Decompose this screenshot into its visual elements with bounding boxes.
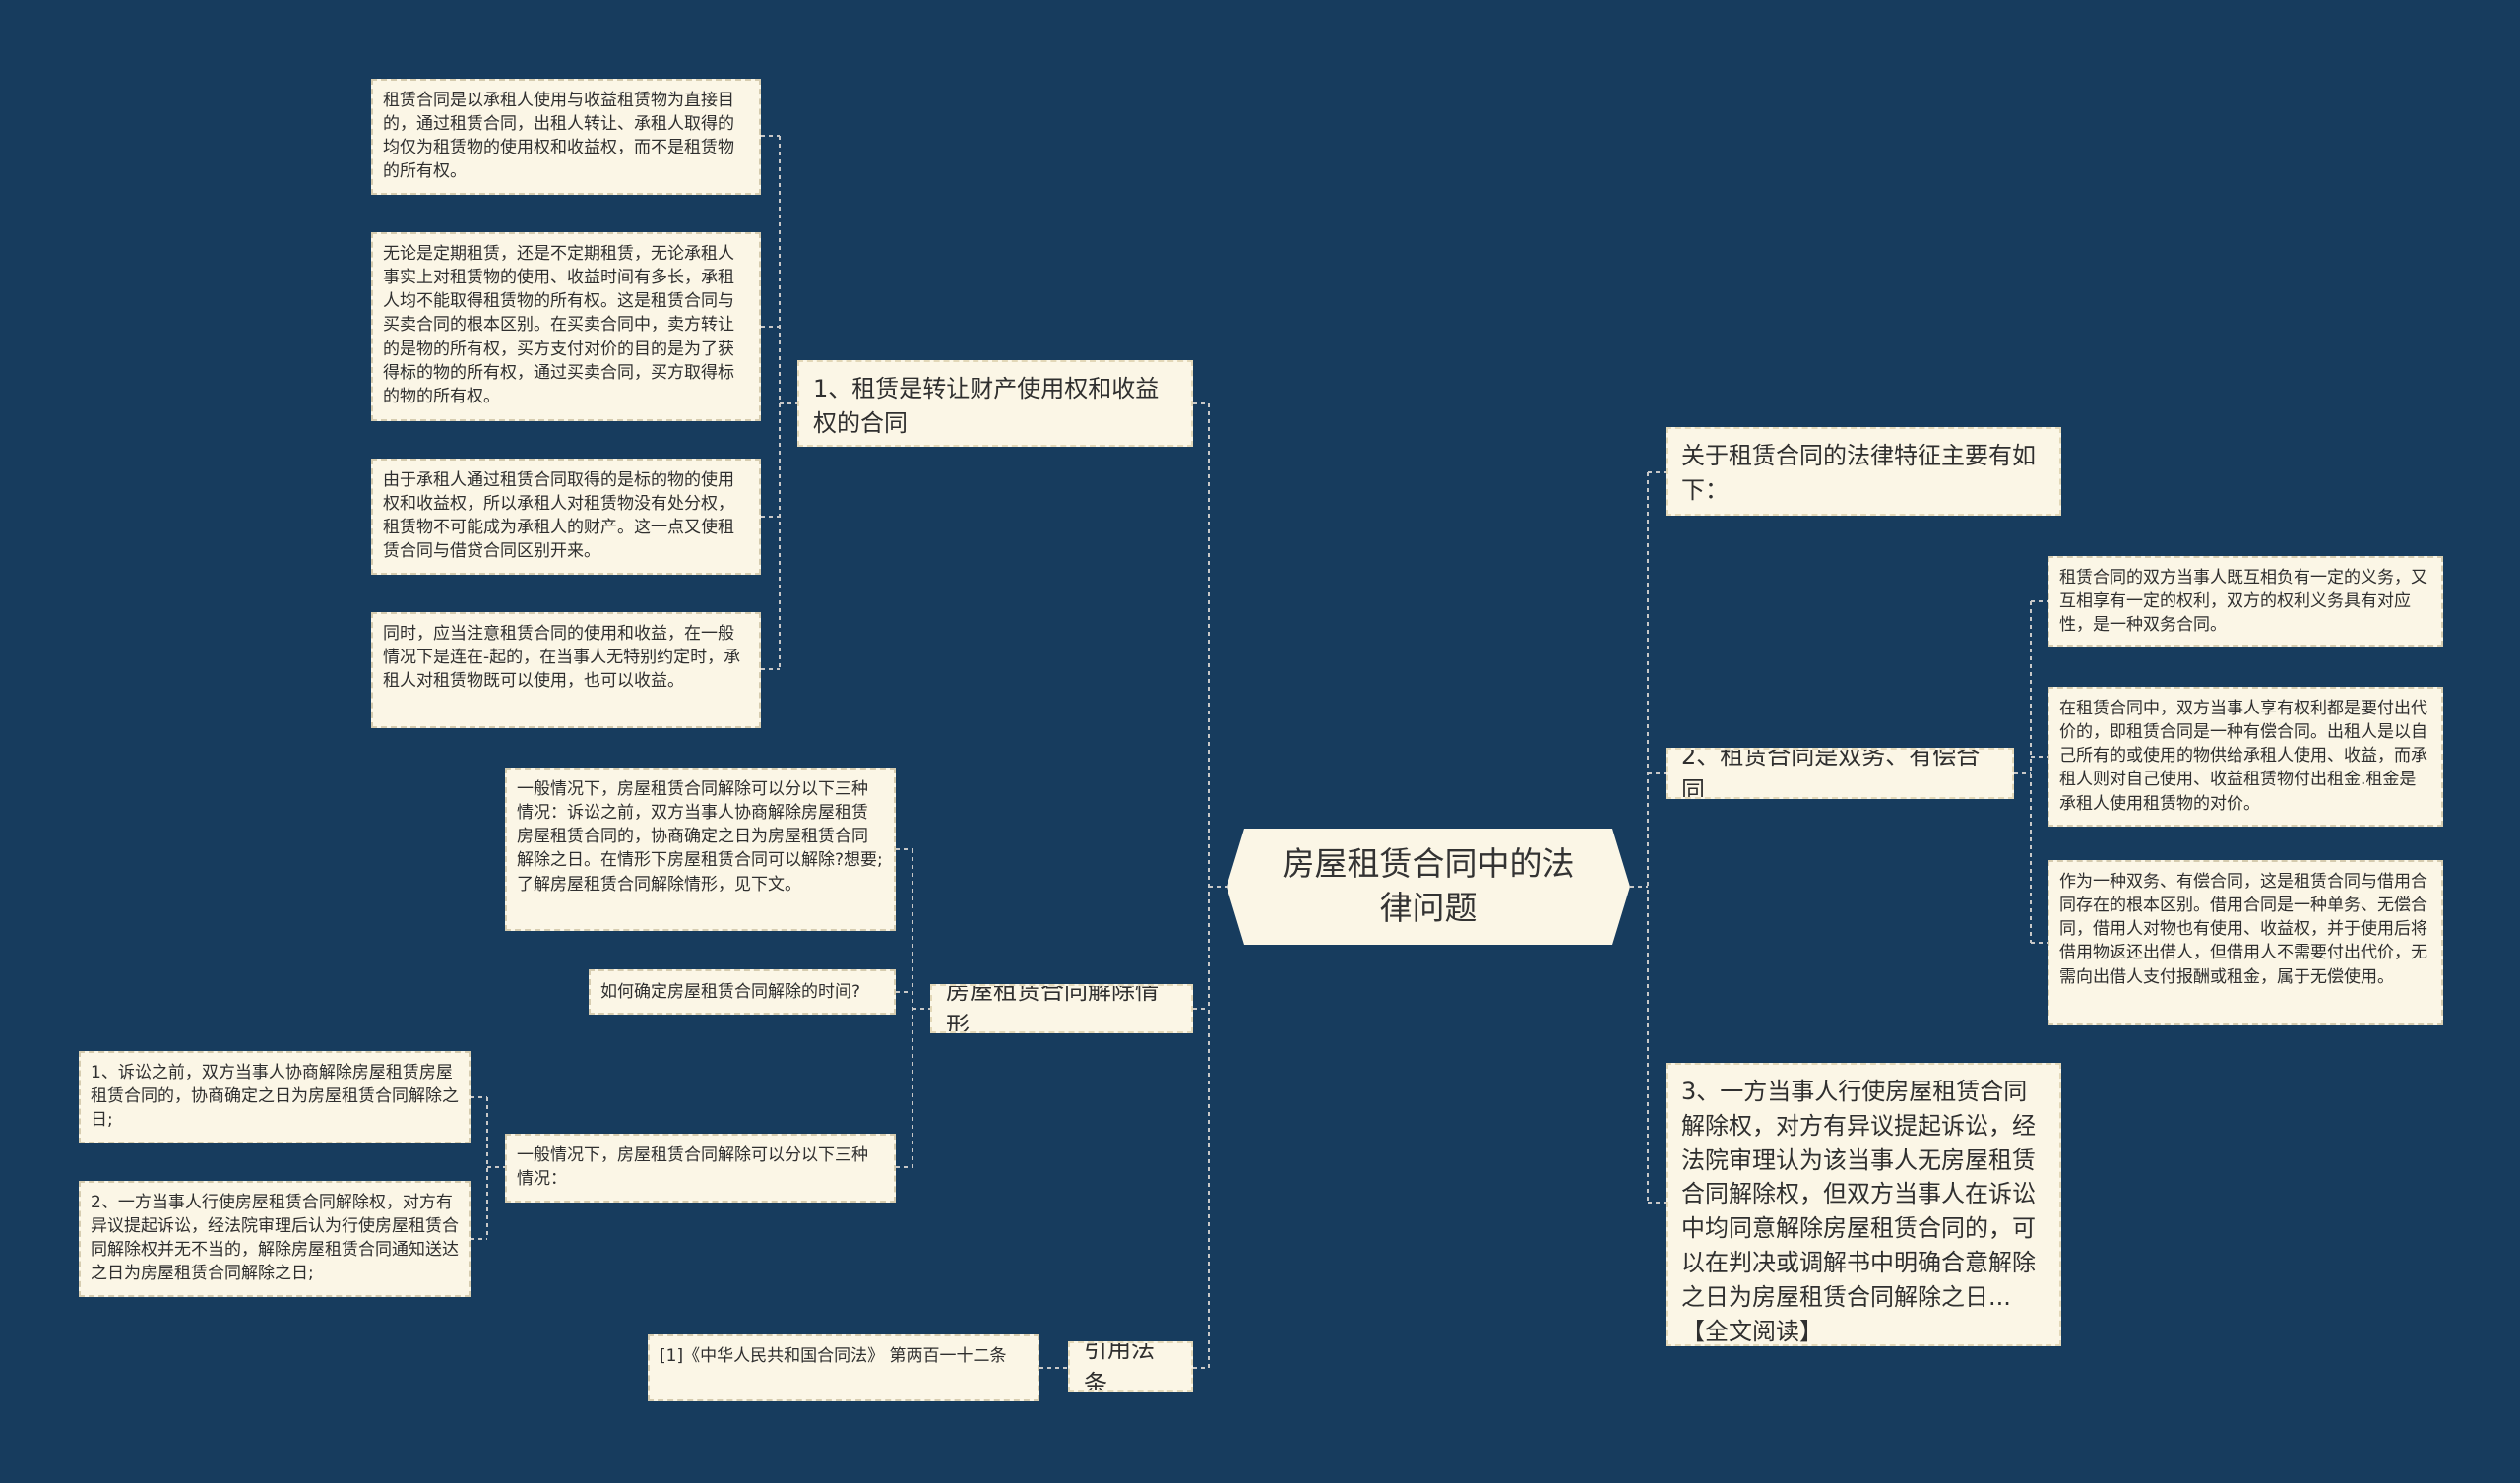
- leaf-lease-purpose[interactable]: 租赁合同是以承租人使用与收益租赁物为直接目的，通过租赁合同，出租人转让、承租人取…: [371, 79, 761, 195]
- leaf-lease-vs-loan[interactable]: 由于承租人通过租赁合同取得的是标的物的使用权和收益权，所以承租人对租赁物没有处分…: [371, 459, 761, 575]
- leaf-vs-loan-for-use[interactable]: 作为一种双务、有偿合同，这是租赁合同与借用合同存在的根本区别。借用合同是一种单务…: [2048, 860, 2443, 1025]
- branch-legal-features[interactable]: 关于租赁合同的法律特征主要有如下：: [1666, 427, 2061, 516]
- leaf-contract-law-article[interactable]: [1]《中华人民共和国合同法》 第两百一十二条: [648, 1334, 1040, 1401]
- leaf-lease-vs-sale[interactable]: 无论是定期租赁，还是不定期租赁，无论承租人事实上对租赁物的使用、收益时间有多长，…: [371, 232, 761, 421]
- leaf-case-litigated[interactable]: 2、一方当事人行使房屋租赁合同解除权，对方有异议提起诉讼，经法院审理后认为行使房…: [79, 1181, 471, 1297]
- leaf-termination-time-question[interactable]: 如何确定房屋租赁合同解除的时间?: [589, 969, 896, 1015]
- leaf-termination-overview[interactable]: 一般情况下，房屋租赁合同解除可以分以下三种情况：诉讼之前，双方当事人协商解除房屋…: [505, 768, 896, 931]
- leaf-bilateral-duties[interactable]: 租赁合同的双方当事人既互相负有一定的义务，又互相享有一定的权利，双方的权利义务具…: [2048, 556, 2443, 647]
- leaf-use-and-benefit[interactable]: 同时，应当注意租赁合同的使用和收益，在一般情况下是连在-起的，在当事人无特别约定…: [371, 612, 761, 728]
- leaf-paid-contract[interactable]: 在租赁合同中，双方当事人享有权利都是要付出代价的，即租赁合同是一种有偿合同。出租…: [2048, 687, 2443, 827]
- branch-lease-transfer-right[interactable]: 1、租赁是转让财产使用权和收益权的合同: [797, 360, 1193, 447]
- branch-litigation-agreement[interactable]: 3、一方当事人行使房屋租赁合同解除权，对方有异议提起诉讼，经法院审理认为该当事人…: [1666, 1063, 2061, 1346]
- branch-bilateral-paid[interactable]: 2、租赁合同是双务、有偿合同: [1666, 748, 2014, 799]
- leaf-case-negotiated[interactable]: 1、诉讼之前，双方当事人协商解除房屋租赁房屋租赁合同的，协商确定之日为房屋租赁合…: [79, 1051, 471, 1143]
- root-topic[interactable]: 房屋租赁合同中的法律问题: [1227, 829, 1630, 945]
- branch-cited-law[interactable]: 引用法条: [1068, 1341, 1193, 1392]
- leaf-three-cases-intro[interactable]: 一般情况下，房屋租赁合同解除可以分以下三种情况：: [505, 1134, 896, 1203]
- branch-termination-cases[interactable]: 房屋租赁合同解除情形: [930, 984, 1193, 1033]
